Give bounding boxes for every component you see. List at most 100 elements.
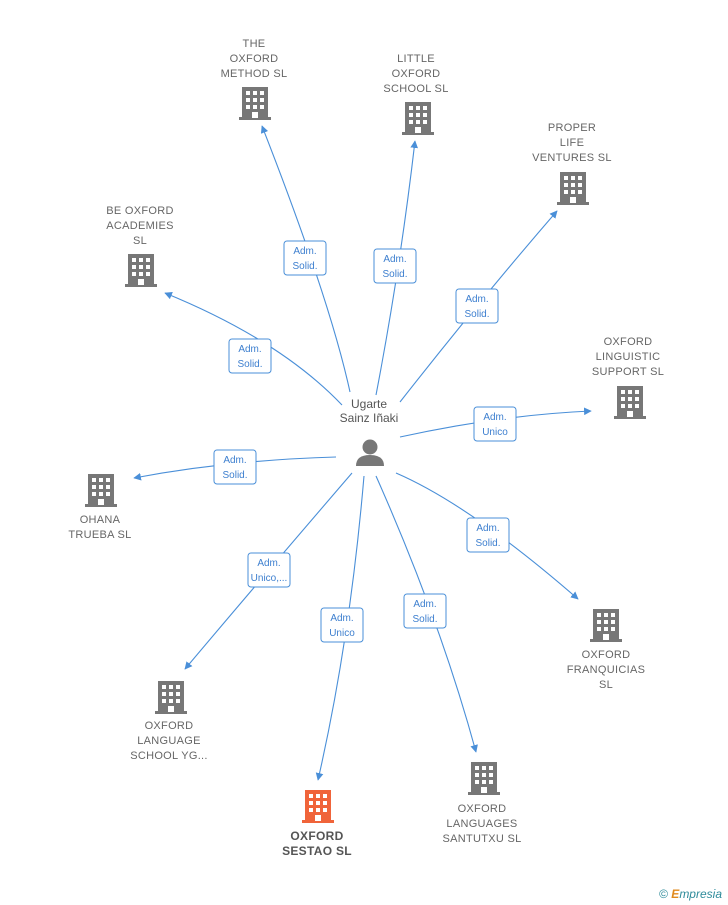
company-label: OXFORD (392, 68, 441, 80)
company-label: FRANQUICIAS (567, 664, 645, 676)
relation-badge-oxford-linguistic-support[interactable]: Adm. Unico (473, 406, 517, 442)
relation-badge-box (213, 449, 257, 485)
relation-badge-oxford-language-school-yg[interactable]: Adm. Unico,... (247, 552, 291, 588)
building-icon (614, 386, 646, 419)
person-icon (356, 439, 384, 466)
relation-text: Adm. (257, 558, 280, 569)
relation-badge-be-oxford-academies[interactable]: Adm. Solid. (228, 338, 272, 374)
relation-text: Adm. (383, 254, 406, 265)
building-icon (557, 172, 589, 205)
company-label: OXFORD (582, 649, 631, 661)
relation-text: Unico,... (251, 573, 288, 584)
relation-badge-box (247, 552, 291, 588)
company-label: ACADEMIES (106, 220, 174, 232)
company-label: LINGUISTIC (596, 351, 661, 363)
relation-badge-proper-life-ventures[interactable]: Adm. Solid. (455, 288, 499, 324)
company-node-be-oxford-academies[interactable]: BE OXFORD ACADEMIES SL (106, 205, 174, 287)
company-label: LANGUAGES (446, 818, 517, 830)
relation-badge-box (466, 517, 510, 553)
company-label: LITTLE (397, 53, 435, 65)
relation-text: Adm. (483, 412, 506, 423)
company-node-oxford-franquicias[interactable]: OXFORD FRANQUICIAS SL (567, 609, 645, 691)
relation-text: Adm. (293, 246, 316, 257)
empresia-credit[interactable]: © Empresia (659, 887, 722, 901)
company-label: THE (243, 38, 266, 50)
building-icon (85, 474, 117, 507)
brand-name: mpresia (679, 887, 722, 901)
relation-text: Solid. (237, 359, 262, 370)
building-icon (155, 681, 187, 714)
company-label: SCHOOL SL (383, 83, 448, 95)
building-icon (468, 762, 500, 795)
company-node-proper-life-ventures[interactable]: PROPER LIFE VENTURES SL (532, 122, 612, 205)
relation-text: Solid. (292, 261, 317, 272)
company-label: OXFORD (145, 720, 194, 732)
relation-text: Solid. (382, 269, 407, 280)
company-label: METHOD SL (221, 68, 288, 80)
company-node-oxford-language-school-yg[interactable]: OXFORD LANGUAGE SCHOOL YG... (130, 681, 208, 762)
relation-text: Solid. (464, 309, 489, 320)
company-label: VENTURES SL (532, 152, 612, 164)
company-label: SANTUTXU SL (442, 833, 521, 845)
building-icon (302, 790, 334, 823)
relation-badge-the-oxford-method[interactable]: Adm. Solid. (283, 240, 327, 276)
company-label: LIFE (560, 137, 584, 149)
company-label: TRUEBA SL (68, 529, 131, 541)
company-label: OXFORD (458, 803, 507, 815)
relation-badge-box (455, 288, 499, 324)
relation-text: Solid. (475, 538, 500, 549)
relation-text: Adm. (413, 599, 436, 610)
company-label: OXFORD (604, 336, 653, 348)
relation-text: Unico (329, 628, 355, 639)
relation-text: Adm. (238, 344, 261, 355)
relation-text: Adm. (223, 455, 246, 466)
relation-badge-box (228, 338, 272, 374)
building-icon (239, 87, 271, 120)
relation-text: Adm. (465, 294, 488, 305)
company-label: PROPER (548, 122, 596, 134)
relation-badge-box (373, 248, 417, 284)
company-label: LANGUAGE (137, 735, 201, 747)
company-label: SUPPORT SL (592, 366, 664, 378)
relation-text: Adm. (476, 523, 499, 534)
person-name: Ugarte (351, 397, 387, 411)
company-label: OXFORD (290, 829, 343, 843)
copyright-icon: © (659, 887, 668, 901)
person-name: Sainz Iñaki (340, 411, 399, 425)
building-icon (125, 254, 157, 287)
relation-text: Solid. (222, 470, 247, 481)
edge-the-oxford-method (260, 125, 351, 393)
company-label: SESTAO SL (282, 844, 352, 858)
brand-initial: E (671, 887, 680, 901)
relation-badge-box (403, 593, 447, 629)
relation-badge-oxford-sestao[interactable]: Adm. Unico (320, 607, 364, 643)
relation-text: Solid. (412, 614, 437, 625)
relation-badge-ohana-trueba[interactable]: Adm. Solid. (213, 449, 257, 485)
relation-badge-box (283, 240, 327, 276)
building-icon (402, 102, 434, 135)
relation-badge-box (473, 406, 517, 442)
company-label: OHANA (80, 514, 121, 526)
company-label: SL (599, 679, 613, 691)
company-node-oxford-languages-santutxu[interactable]: OXFORD LANGUAGES SANTUTXU SL (442, 762, 521, 845)
relation-badge-little-oxford-school[interactable]: Adm. Solid. (373, 248, 417, 284)
company-label: BE OXFORD (106, 205, 174, 217)
nodes-layer: THE OXFORD METHOD SL LITTLE OXFORD SCHOOL SL P… (68, 38, 664, 858)
edges-layer: Adm. Solid. Adm. Solid. Adm. Solid. Adm. Solid.… (133, 125, 592, 781)
relation-badge-box (320, 607, 364, 643)
company-label: SCHOOL YG... (130, 750, 208, 762)
company-node-little-oxford-school[interactable]: LITTLE OXFORD SCHOOL SL (383, 53, 448, 135)
company-label: SL (133, 235, 147, 247)
building-icon (590, 609, 622, 642)
company-node-oxford-linguistic-support[interactable]: OXFORD LINGUISTIC SUPPORT SL (592, 336, 664, 419)
relation-text: Unico (482, 427, 508, 438)
company-node-the-oxford-method[interactable]: THE OXFORD METHOD SL (221, 38, 288, 120)
company-label: OXFORD (230, 53, 279, 65)
relation-text: Adm. (330, 613, 353, 624)
relation-badge-oxford-franquicias[interactable]: Adm. Solid. (466, 517, 510, 553)
relation-badge-oxford-languages-santutxu[interactable]: Adm. Solid. (403, 593, 447, 629)
company-node-ohana-trueba[interactable]: OHANA TRUEBA SL (68, 474, 131, 541)
